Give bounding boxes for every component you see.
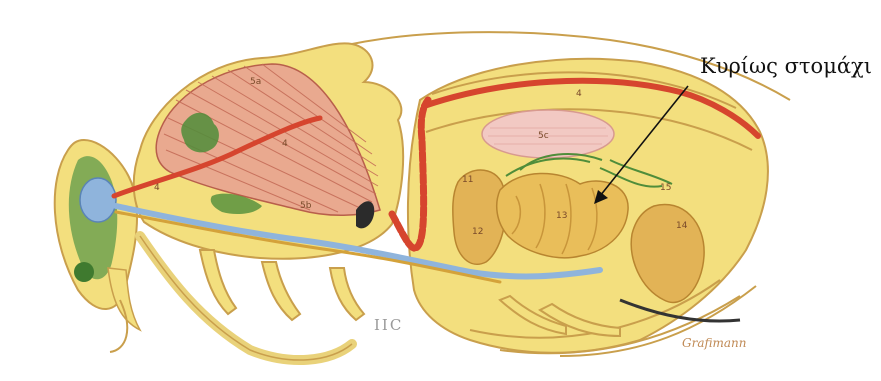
abdomen xyxy=(408,59,768,356)
part-label-12: 12 xyxy=(472,227,483,237)
part-label-4b: 4 xyxy=(154,183,160,193)
part-label-14: 14 xyxy=(676,221,688,231)
part-label-15: 15 xyxy=(660,183,671,193)
part-label-5a: 5a xyxy=(250,77,261,87)
artist-signature: Grafimann xyxy=(682,336,746,350)
plate-label: IIC xyxy=(374,316,403,334)
part-label-11: 11 xyxy=(462,175,473,185)
head-gland xyxy=(74,262,94,282)
part-label-13: 13 xyxy=(556,211,567,221)
part-label-4a: 4 xyxy=(282,139,288,149)
part-label-5c: 5c xyxy=(538,131,549,141)
part-label-5b: 5b xyxy=(300,201,312,211)
brain xyxy=(80,178,116,222)
callout-label: Κυρίως στομάχι xyxy=(700,54,872,78)
part-label-4c: 4 xyxy=(576,89,582,99)
